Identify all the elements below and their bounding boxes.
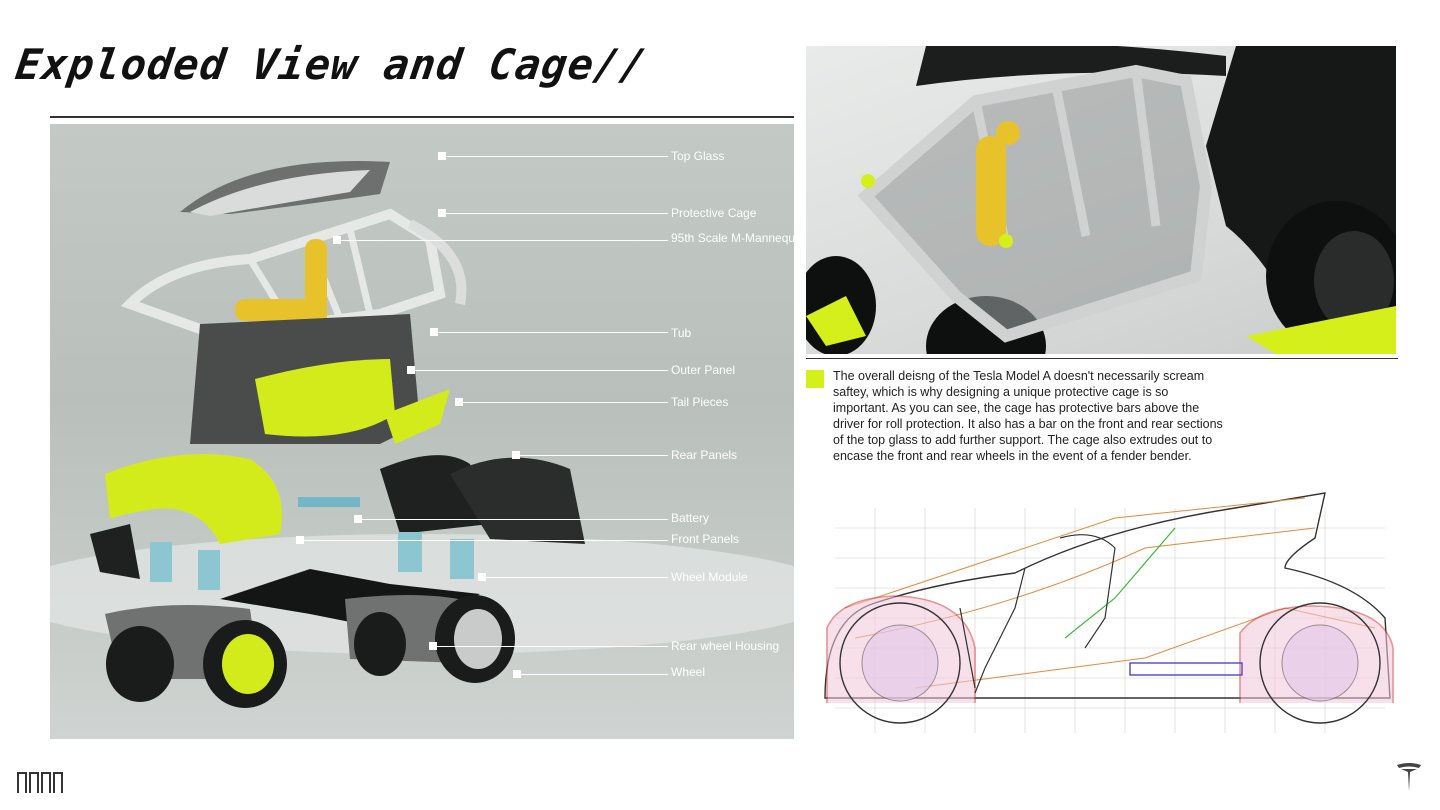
callout-protective-cage: Protective Cage (671, 206, 757, 220)
callout-wheel-module: Wheel Module (671, 570, 748, 584)
callout-dot-front-panels (296, 536, 304, 544)
exploded-view-illustration (50, 161, 794, 708)
callout-dot-tub (430, 328, 438, 336)
cage-closeup-illustration (806, 46, 1396, 354)
callout-line-top-glass (446, 156, 668, 157)
page-title: Exploded View and Cage// (12, 40, 651, 89)
cage-closeup-render (806, 46, 1396, 354)
callout-line-mannequin (341, 240, 668, 241)
callout-line-outer-panel (415, 370, 668, 371)
callout-wheel: Wheel (671, 665, 706, 679)
side-sketch-drawing (815, 488, 1405, 738)
callout-dot-protective-cage (438, 209, 446, 217)
accent-swatch (806, 370, 824, 388)
callout-dot-rear-panels (512, 451, 520, 459)
callout-line-tub (438, 332, 668, 333)
callout-dot-top-glass (438, 152, 446, 160)
callout-dot-outer-panel (407, 366, 415, 374)
callout-line-tail-pieces (463, 402, 668, 403)
callout-battery: Battery (671, 511, 710, 525)
callout-mannequin: 95th Scale M-Mannequin (671, 231, 794, 245)
callout-dot-wheel-module (478, 573, 486, 581)
callout-rear-panels: Rear Panels (671, 448, 738, 462)
callout-front-panels: Front Panels (671, 532, 740, 546)
callout-rear-wheel-housing: Rear wheel Housing (671, 639, 780, 653)
description-text: The overall deisng of the Tesla Model A … (833, 369, 1223, 463)
side-sketch-illustration (824, 492, 1394, 733)
studio-monogram-icon (17, 772, 63, 793)
callout-line-front-panels (304, 540, 668, 541)
callout-line-wheel (521, 674, 668, 675)
right-rule (806, 358, 1398, 359)
callout-dot-wheel (513, 670, 521, 678)
callout-line-rear-wheel-housing (437, 646, 668, 647)
callout-line-battery (362, 519, 668, 520)
callout-top-glass: Top Glass (671, 149, 725, 163)
title-rule (50, 116, 794, 118)
callout-dot-mannequin (333, 236, 341, 244)
callout-dot-tail-pieces (455, 398, 463, 406)
callout-line-rear-panels (520, 455, 668, 456)
callout-line-wheel-module (486, 577, 668, 578)
tesla-logo-icon (1397, 763, 1421, 791)
callout-tail-pieces: Tail Pieces (671, 395, 729, 409)
callout-tub: Tub (671, 326, 692, 340)
callout-line-protective-cage (446, 213, 668, 214)
callout-dot-rear-wheel-housing (429, 642, 437, 650)
callout-dot-battery (354, 515, 362, 523)
callout-outer-panel: Outer Panel (671, 363, 736, 377)
exploded-view-render: Top Glass Protective Cage 95th Scale M-M… (50, 124, 794, 739)
